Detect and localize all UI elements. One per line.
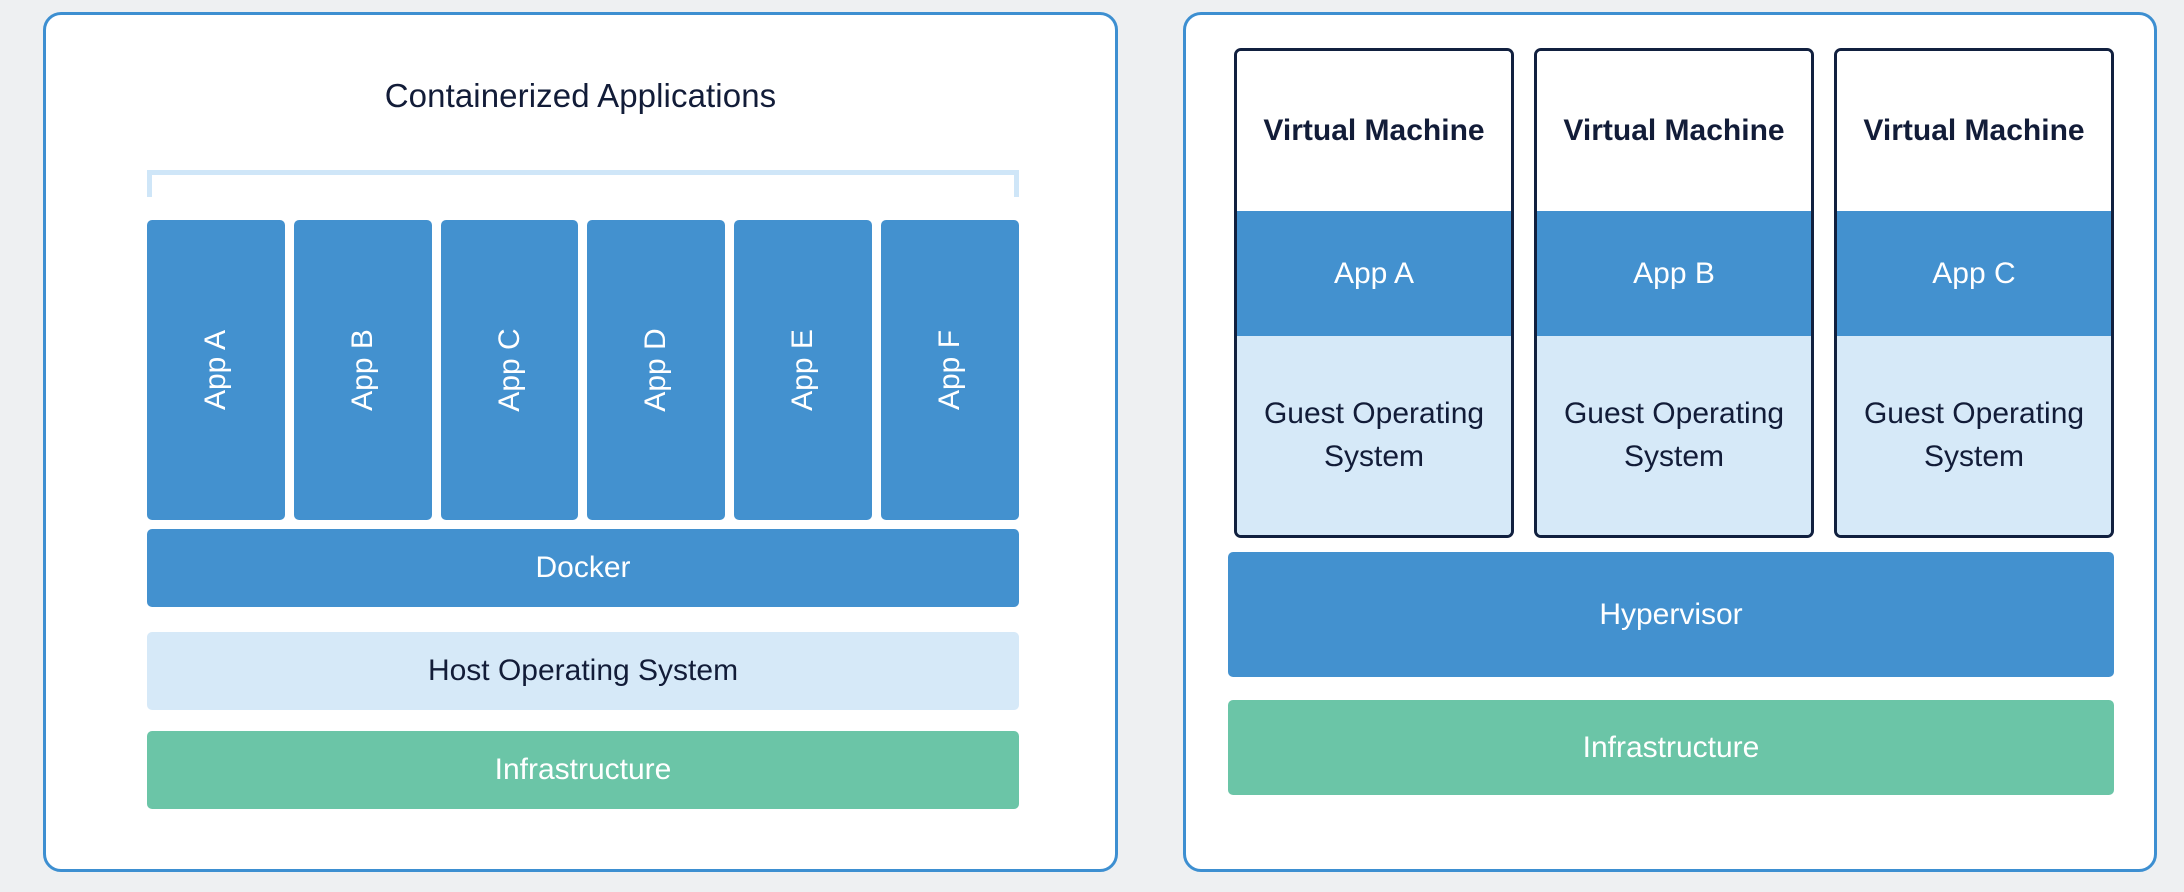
- container-apps-row: App A App B App C App D App E App F: [147, 220, 1019, 520]
- infrastructure-layer-containers[interactable]: Infrastructure: [147, 731, 1019, 809]
- container-app-b-label: App B: [345, 329, 379, 411]
- virtual-machine-3-title: Virtual Machine: [1837, 51, 2111, 211]
- virtual-machine-3-guest-os: Guest Operating System: [1837, 336, 2111, 535]
- infrastructure-layer-vms[interactable]: Infrastructure: [1228, 700, 2114, 795]
- virtual-machine-1-app: App A: [1237, 211, 1511, 336]
- virtual-machines-row: Virtual Machine App A Guest Operating Sy…: [1234, 48, 2114, 538]
- container-app-f[interactable]: App F: [881, 220, 1019, 520]
- container-app-c[interactable]: App C: [440, 220, 579, 520]
- hypervisor-layer[interactable]: Hypervisor: [1228, 552, 2114, 677]
- virtual-machine-1[interactable]: Virtual Machine App A Guest Operating Sy…: [1234, 48, 1514, 538]
- container-app-d[interactable]: App D: [587, 220, 726, 520]
- virtual-machine-1-title: Virtual Machine: [1237, 51, 1511, 211]
- virtual-machine-2-title: Virtual Machine: [1537, 51, 1811, 211]
- container-app-e-label: App E: [786, 329, 820, 411]
- virtual-machine-2[interactable]: Virtual Machine App B Guest Operating Sy…: [1534, 48, 1814, 538]
- containers-panel: Containerized Applications App A App B A…: [43, 12, 1118, 872]
- host-operating-system-layer[interactable]: Host Operating System: [147, 632, 1019, 710]
- container-app-a-label: App A: [198, 329, 232, 411]
- virtual-machine-3-app: App C: [1837, 211, 2111, 336]
- docker-layer[interactable]: Docker: [147, 529, 1019, 607]
- virtual-machine-2-app: App B: [1537, 211, 1811, 336]
- virtual-machine-1-guest-os: Guest Operating System: [1237, 336, 1511, 535]
- container-app-d-label: App D: [639, 328, 673, 412]
- container-app-b[interactable]: App B: [293, 220, 432, 520]
- container-app-e[interactable]: App E: [734, 220, 873, 520]
- container-app-f-label: App F: [933, 329, 967, 411]
- containers-bracket: [147, 170, 1019, 197]
- container-app-c-label: App C: [492, 328, 526, 412]
- container-app-a[interactable]: App A: [147, 220, 285, 520]
- virtual-machine-3[interactable]: Virtual Machine App C Guest Operating Sy…: [1834, 48, 2114, 538]
- page-title: Containerized Applications: [384, 77, 777, 114]
- virtual-machine-2-guest-os: Guest Operating System: [1537, 336, 1811, 535]
